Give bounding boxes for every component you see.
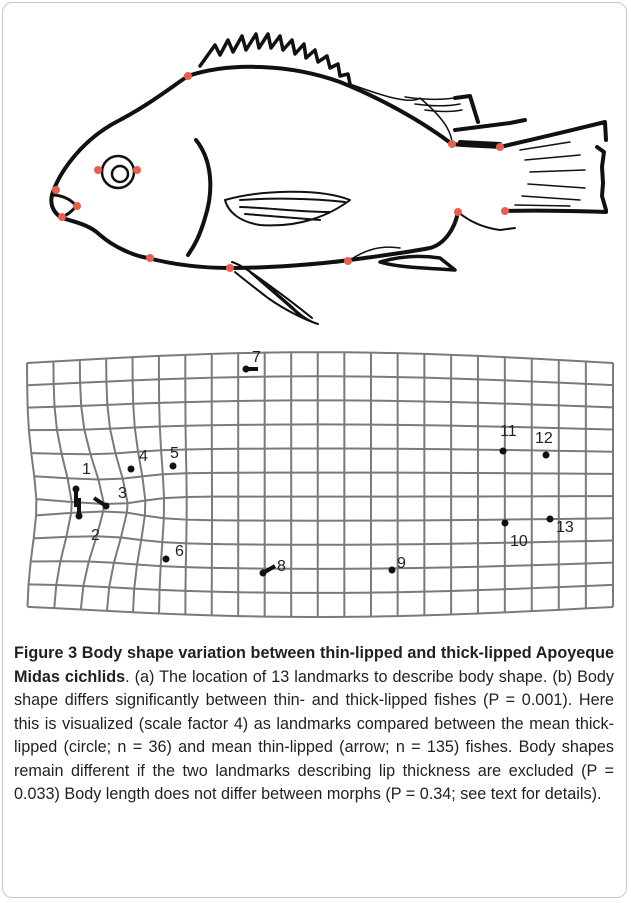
landmark-label: 12 — [535, 430, 553, 447]
grid-line — [27, 376, 613, 385]
grid-landmark-dot — [547, 516, 554, 523]
grid-line — [53, 361, 71, 608]
grid-landmark-dot — [389, 567, 396, 574]
grid-landmark-dot — [543, 452, 550, 459]
grid-landmark-dot — [128, 466, 135, 473]
grid-landmark-dot — [163, 556, 170, 563]
landmark-label: 3 — [118, 485, 127, 502]
grid-line — [31, 561, 613, 569]
landmark-label: 13 — [556, 519, 574, 536]
grid-line — [31, 448, 613, 454]
grid-line — [29, 584, 613, 593]
figure-caption: Figure 3 Body shape variation between th… — [14, 642, 614, 807]
landmark-label: 1 — [82, 461, 91, 478]
grid-landmark-dot — [170, 463, 177, 470]
grid-line — [133, 357, 146, 612]
landmark-label: 6 — [175, 543, 184, 560]
grid-line — [159, 356, 164, 614]
landmark-label: 5 — [170, 445, 179, 462]
grid-line — [80, 360, 104, 609]
landmark-label: 11 — [500, 423, 517, 440]
grid-landmark-dot — [500, 448, 507, 455]
landmark-label: 10 — [510, 533, 528, 550]
landmark-label: 8 — [277, 558, 286, 575]
grid-line — [27, 607, 613, 617]
landmark-label: 2 — [91, 527, 100, 544]
landmark-label: 9 — [397, 555, 406, 572]
grid-line — [27, 352, 613, 363]
landmark-label: 4 — [139, 448, 148, 465]
grid-line — [185, 355, 186, 615]
grid-line — [28, 400, 613, 407]
grid-landmark-dot — [502, 520, 509, 527]
caption-body: . (a) The location of 13 landmarks to de… — [14, 668, 614, 804]
grid-line — [29, 424, 613, 430]
grid-line — [36, 511, 613, 520]
grid-line — [27, 363, 36, 607]
landmark-label: 7 — [252, 349, 261, 366]
